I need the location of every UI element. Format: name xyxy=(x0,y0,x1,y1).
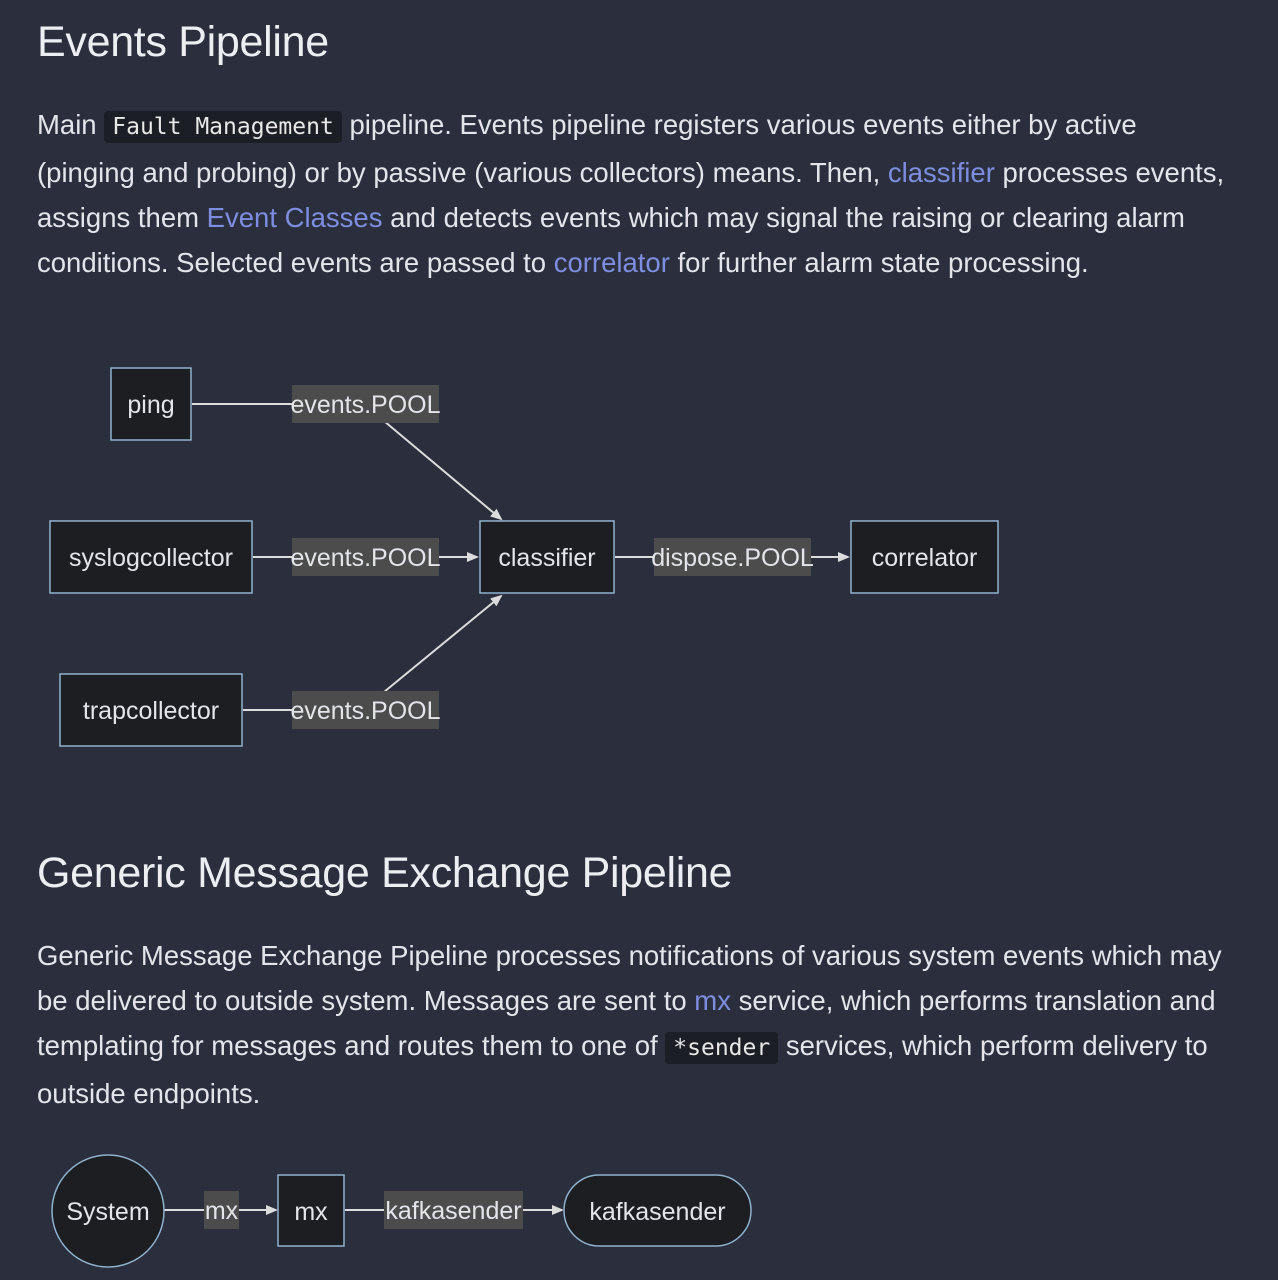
node-trapcollector[interactable]: trapcollector xyxy=(59,673,243,747)
text-segment: service, which performs translation and … xyxy=(37,985,1216,1061)
gmx-pipeline-description: Generic Message Exchange Pipeline proces… xyxy=(37,933,1237,1116)
node-label: ping xyxy=(127,391,174,419)
edge-pool-to-classifier-top xyxy=(383,420,503,521)
text-segment: and detects events which may signal the … xyxy=(37,202,1185,278)
node-box xyxy=(479,520,615,594)
node-label: trapcollector xyxy=(83,697,219,725)
edge-label-syslog-pool: events.POOL xyxy=(290,538,441,576)
sender-code: *sender xyxy=(665,1032,779,1064)
edge-label-mx: mx xyxy=(204,1191,239,1229)
fault-management-code: Fault Management xyxy=(104,111,342,143)
node-correlator[interactable]: correlator xyxy=(850,520,999,594)
event-classes-link[interactable]: Event Classes xyxy=(206,202,383,233)
mx-link[interactable]: mx xyxy=(694,985,731,1016)
node-box xyxy=(49,520,253,594)
node-label: classifier xyxy=(498,544,595,572)
node-circle xyxy=(51,1154,165,1268)
edge-label-trap-pool: events.POOL xyxy=(290,691,441,729)
text-segment: pipeline. Events pipeline registers vari… xyxy=(37,109,1137,188)
node-label: correlator xyxy=(872,544,978,572)
correlator-link[interactable]: correlator xyxy=(553,247,670,278)
edge-label-text: events.POOL xyxy=(290,697,440,725)
node-kafkasender[interactable]: kafkasender xyxy=(563,1174,752,1247)
edge-label-text: mx xyxy=(205,1197,239,1225)
edge-label-background xyxy=(204,1191,239,1229)
edge-label-text: events.POOL xyxy=(290,391,440,419)
edge-label-background xyxy=(292,691,439,729)
edge-label-text: dispose.POOL xyxy=(651,544,814,572)
edge-label-background xyxy=(292,538,439,576)
node-label: kafkasender xyxy=(589,1198,725,1226)
node-box xyxy=(850,520,999,594)
node-system[interactable]: System xyxy=(51,1154,165,1268)
edge-label-text: events.POOL xyxy=(290,544,440,572)
node-label: syslogcollector xyxy=(69,544,233,572)
node-box xyxy=(110,367,192,441)
node-label: mx xyxy=(294,1198,328,1226)
edge-label-text: kafkasender xyxy=(385,1197,521,1225)
edge-label-background xyxy=(292,385,439,423)
text-segment: Main xyxy=(37,109,105,140)
text-segment: Generic Message Exchange Pipeline proces… xyxy=(37,940,1222,1016)
node-classifier[interactable]: classifier xyxy=(479,520,615,594)
events-pipeline-description: Main Fault Management pipeline. Events p… xyxy=(37,102,1237,285)
edge-pool-to-classifier-bottom xyxy=(383,594,503,693)
text-segment: for further alarm state processing. xyxy=(669,247,1089,278)
edge-label-ping-pool: events.POOL xyxy=(290,385,441,423)
node-label: System xyxy=(66,1198,149,1226)
edge-label-background xyxy=(654,538,811,576)
node-syslogcollector[interactable]: syslogcollector xyxy=(49,520,253,594)
events-pipeline-heading: Events Pipeline xyxy=(37,18,329,66)
gmx-pipeline-heading: Generic Message Exchange Pipeline xyxy=(37,849,733,897)
text-segment: processes events, assigns them xyxy=(37,157,1225,233)
text-segment: services, which perform delivery to outs… xyxy=(37,1030,1208,1109)
edge-label-kafkasender: kafkasender xyxy=(384,1191,523,1229)
node-box xyxy=(277,1174,345,1247)
events-pipeline-diagram: events.POOL events.POOL events.POOL disp… xyxy=(49,367,999,747)
node-ping[interactable]: ping xyxy=(110,367,192,441)
classifier-link[interactable]: classifier xyxy=(887,157,995,188)
edge-label-dispose-pool: dispose.POOL xyxy=(651,538,814,576)
node-box xyxy=(59,673,243,747)
edge-label-background xyxy=(384,1191,523,1229)
node-mx[interactable]: mx xyxy=(277,1174,345,1247)
node-pill xyxy=(563,1174,752,1247)
gmx-pipeline-diagram: mx kafkasender System mx kafkasender xyxy=(51,1154,752,1268)
